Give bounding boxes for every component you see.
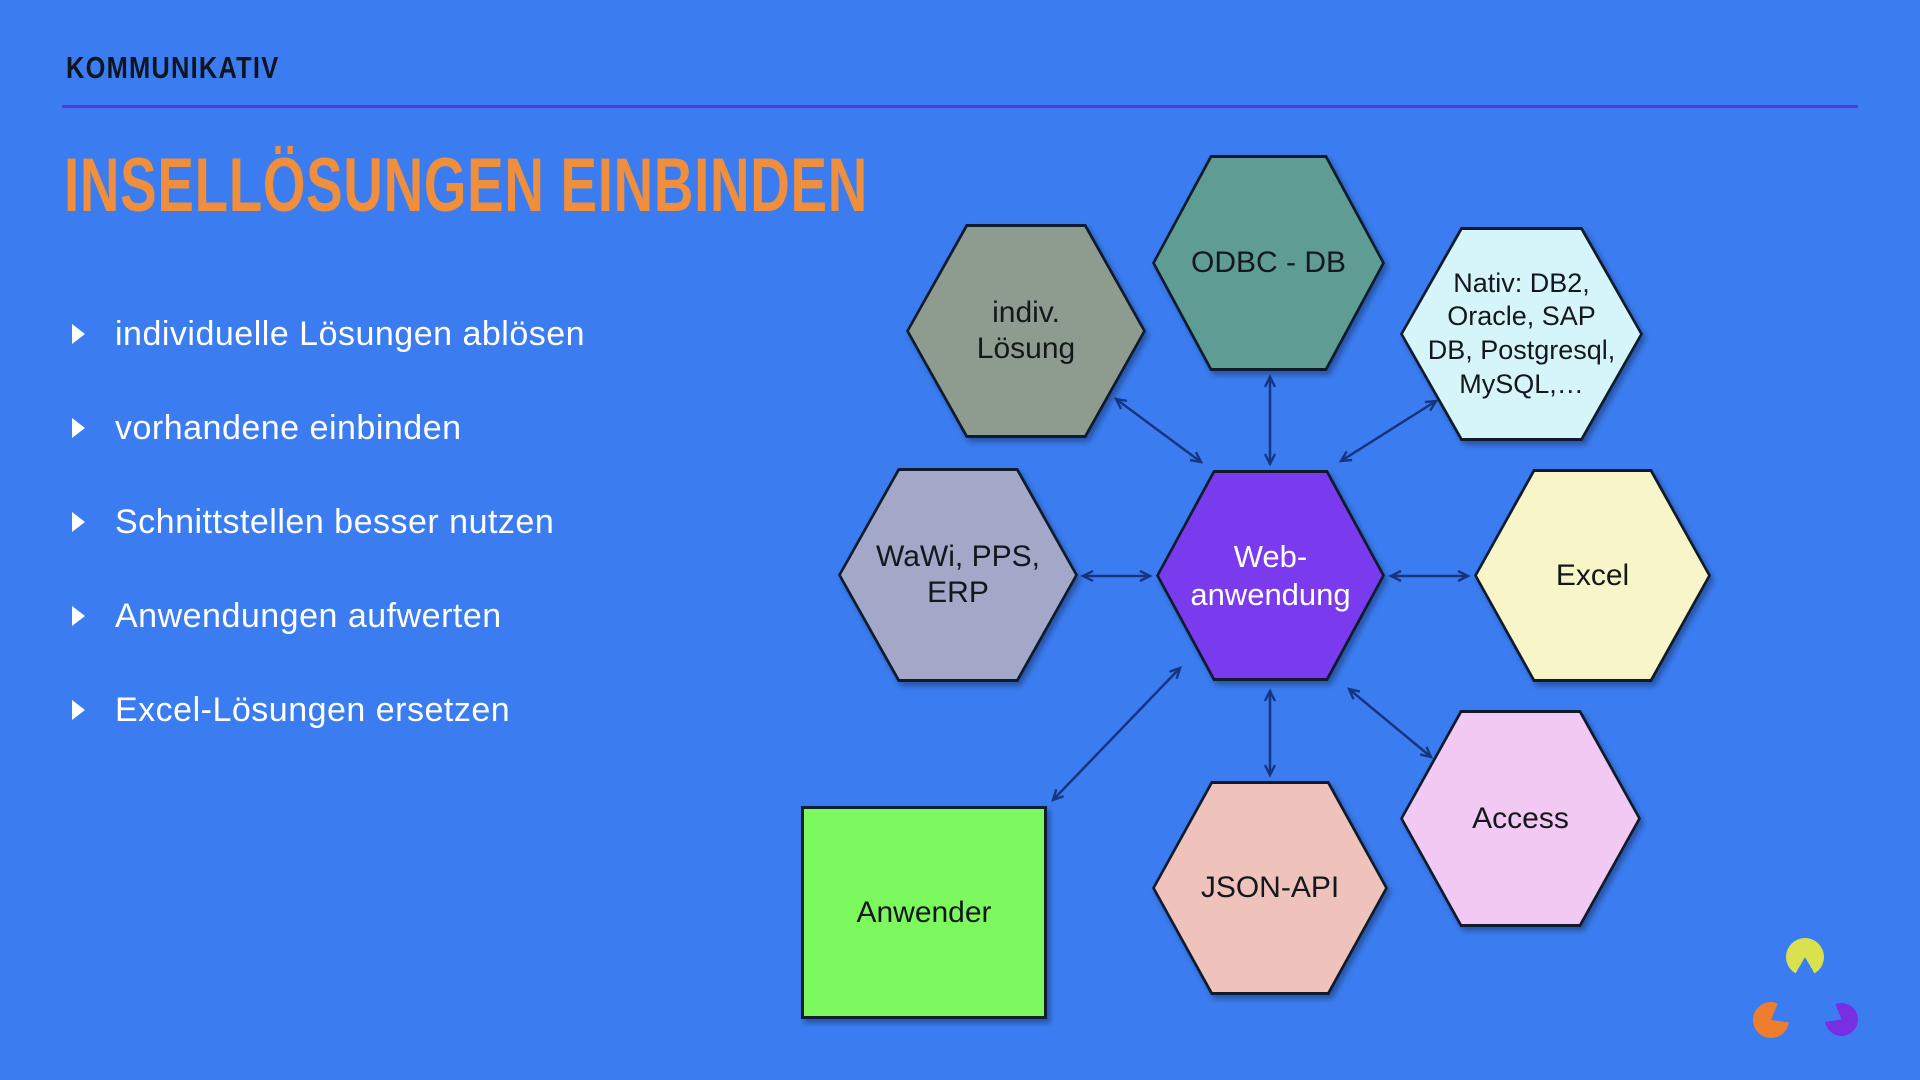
bullet-triangle-icon xyxy=(72,418,85,438)
bullet-item: individuelle Lösungen ablösen xyxy=(72,287,585,381)
logo-pacman-left-icon xyxy=(1753,1002,1789,1038)
bullet-triangle-icon xyxy=(72,606,85,626)
hex-node-json-api: JSON-API xyxy=(1152,781,1388,995)
rect-node-anwender: Anwender xyxy=(801,806,1047,1019)
hex-fill: ODBC - DB xyxy=(1155,158,1382,368)
hex-fill: JSON-API xyxy=(1155,784,1385,992)
bullet-triangle-icon xyxy=(72,324,85,344)
bullet-label: individuelle Lösungen ablösen xyxy=(115,314,586,353)
bullet-item: vorhandene einbinden xyxy=(72,381,585,475)
node-label: indiv. Lösung xyxy=(976,296,1076,365)
node-label: Nativ: DB2, Oracle, SAP DB, Postgresql, … xyxy=(1427,267,1616,399)
hex-node-access: Access xyxy=(1400,710,1641,927)
bullet-label: vorhandene einbinden xyxy=(115,408,462,447)
bullet-item: Schnittstellen besser nutzen xyxy=(72,475,585,569)
hex-fill: Nativ: DB2, Oracle, SAP DB, Postgresql, … xyxy=(1403,230,1640,438)
logo-pacman-top-icon xyxy=(1786,938,1824,976)
hex-node-odbc-db: ODBC - DB xyxy=(1152,155,1385,371)
node-label: ODBC - DB xyxy=(1190,246,1346,279)
node-label: Web- anwendung xyxy=(1190,539,1351,612)
bullet-triangle-icon xyxy=(72,512,85,532)
hex-fill: indiv. Lösung xyxy=(909,227,1143,435)
hex-node-nativ-db: Nativ: DB2, Oracle, SAP DB, Postgresql, … xyxy=(1400,227,1643,441)
node-label: Excel xyxy=(1555,558,1630,592)
bullet-label: Anwendungen aufwerten xyxy=(115,596,502,635)
bullet-triangle-icon xyxy=(72,700,85,720)
hex-fill: Access xyxy=(1403,713,1638,924)
bullet-item: Anwendungen aufwerten xyxy=(72,569,585,663)
hex-node-excel: Excel xyxy=(1474,469,1711,682)
hex-fill: WaWi, PPS, ERP xyxy=(841,471,1075,679)
header-divider xyxy=(62,105,1858,108)
node-label: JSON-API xyxy=(1200,871,1340,904)
bullet-list: individuelle Lösungen ablösen vorhandene… xyxy=(72,287,585,757)
node-label: Anwender xyxy=(856,895,992,929)
hex-node-wawi-pps-erp: WaWi, PPS, ERP xyxy=(838,468,1078,682)
node-label: Access xyxy=(1472,801,1569,835)
hex-node-indiv-loesung: indiv. Lösung xyxy=(906,224,1146,438)
logo-pacman-right-icon xyxy=(1825,1003,1858,1036)
brand-text: KOMMUNIKATIV xyxy=(66,50,280,85)
bullet-label: Excel-Lösungen ersetzen xyxy=(115,690,511,729)
hex-node-webanwendung: Web- anwendung xyxy=(1156,470,1385,681)
page-title: INSELLÖSUNGEN EINBINDEN xyxy=(64,143,868,228)
hex-fill: Excel xyxy=(1477,472,1708,679)
hex-fill: Web- anwendung xyxy=(1159,473,1382,678)
node-label: WaWi, PPS, ERP xyxy=(876,540,1040,609)
bullet-item: Excel-Lösungen ersetzen xyxy=(72,663,585,757)
bullet-label: Schnittstellen besser nutzen xyxy=(115,502,555,541)
